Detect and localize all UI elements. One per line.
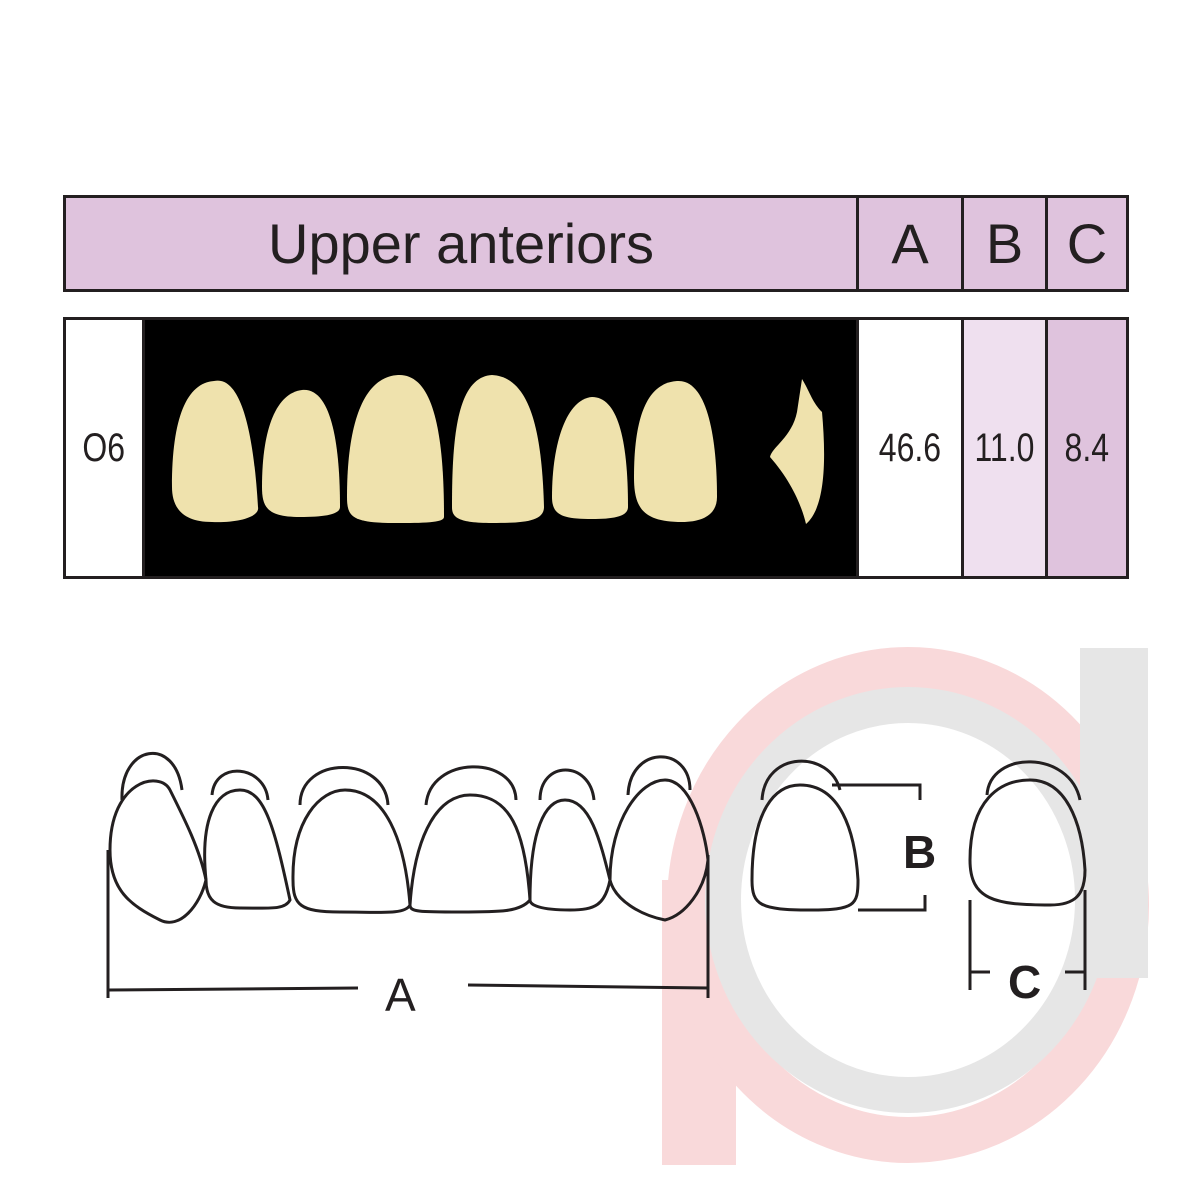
col-a-label: A	[891, 212, 929, 275]
mould-value: O6	[82, 425, 126, 470]
c-value: 8.4	[1064, 425, 1110, 470]
col-b-label: B	[985, 212, 1024, 275]
teeth-image	[172, 374, 825, 524]
title-text: Upper anteriors	[268, 212, 654, 275]
teeth-photo	[142, 317, 859, 579]
dimension-label-c: C	[1008, 956, 1042, 1008]
dimension-label-b: B	[903, 826, 937, 878]
b-value-cell: 11.0	[961, 317, 1048, 579]
mould-cell: O6	[63, 317, 145, 579]
b-value: 11.0	[974, 425, 1035, 470]
col-c-label: C	[1066, 212, 1108, 275]
header-col-a: A	[856, 195, 964, 292]
a-value: 46.6	[878, 425, 942, 470]
header-col-b: B	[961, 195, 1048, 292]
c-value-cell: 8.4	[1045, 317, 1129, 579]
dimension-label-a: A	[385, 969, 416, 1021]
header-title: Upper anteriors	[63, 195, 859, 292]
header-col-c: C	[1045, 195, 1129, 292]
